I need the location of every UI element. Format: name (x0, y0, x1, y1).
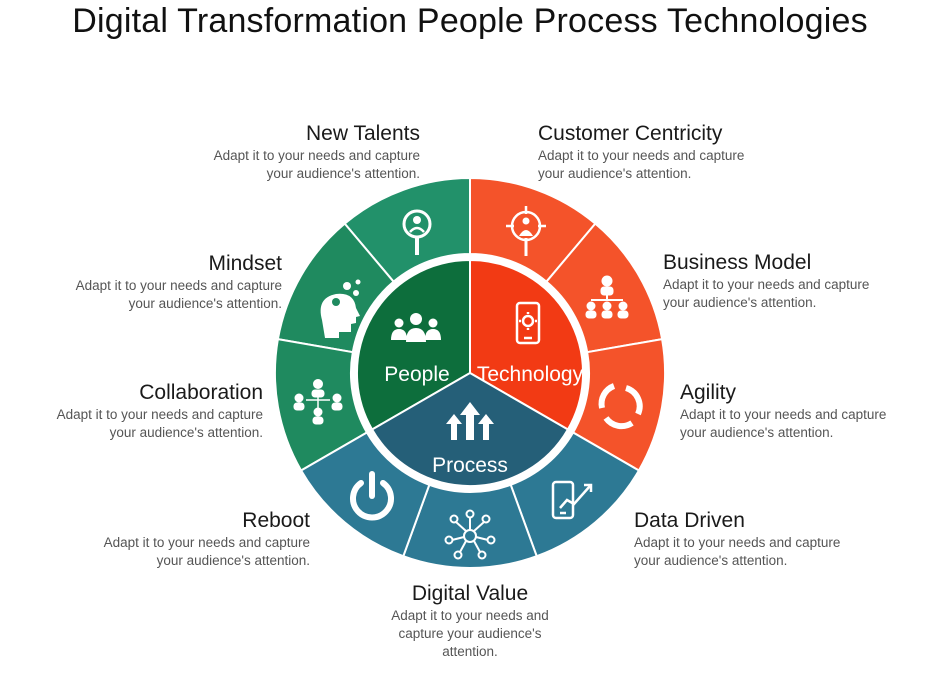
label-new-talents: New Talents Adapt it to your needs and c… (160, 121, 420, 183)
label-title: New Talents (305, 122, 420, 145)
label-business-model: Business Model Adapt it to your needs an… (663, 250, 923, 312)
label-desc-line2: your audience's attention. (680, 425, 834, 440)
inner-sector-technology (469, 258, 585, 431)
label-desc-line1: Adapt it to your needs and capture (103, 535, 310, 550)
network-nodes-icon (444, 509, 496, 560)
label-desc-line1: Adapt it to your needs and (391, 608, 549, 623)
label-title: Customer Centricity (538, 122, 723, 145)
label-desc-line2: capture your audience's (398, 626, 542, 641)
cycle-arrows-icon (598, 383, 643, 430)
label-title: Business Model (663, 251, 812, 274)
label-desc-line2: your audience's attention. (156, 553, 310, 568)
label-desc-line2: your audience's attention. (634, 553, 788, 568)
label-digital-value: Digital Value Adapt it to your needs and… (340, 581, 600, 661)
phone-gear-icon (515, 301, 541, 345)
label-desc-line2: your audience's attention. (128, 296, 282, 311)
label-desc-line1: Adapt it to your needs and capture (213, 148, 420, 163)
label-desc-line1: Adapt it to your needs and capture (75, 278, 282, 293)
inner-sector-people (355, 258, 471, 431)
label-desc-line1: Adapt it to your needs and capture (634, 535, 841, 550)
label-desc-line1: Adapt it to your needs and capture (56, 407, 263, 422)
power-icon (350, 471, 394, 521)
label-title: Data Driven (634, 509, 745, 532)
person-magnifier-icon (402, 209, 432, 255)
label-reboot: Reboot Adapt it to your needs and captur… (50, 508, 310, 570)
label-desc-line1: Adapt it to your needs and capture (680, 407, 887, 422)
label-title: Digital Value (411, 582, 529, 605)
center-label-technology: Technology (477, 363, 584, 386)
label-title: Reboot (242, 509, 310, 532)
label-title: Mindset (208, 252, 282, 275)
label-desc-line2: your audience's attention. (266, 166, 420, 181)
label-desc-line1: Adapt it to your needs and capture (663, 277, 870, 292)
label-desc-line3: attention. (442, 644, 498, 659)
label-title: Collaboration (139, 381, 263, 404)
label-customer-centricity: Customer Centricity Adapt it to your nee… (538, 121, 798, 183)
arrows-up-icon (446, 402, 494, 440)
label-desc-line2: your audience's attention. (109, 425, 263, 440)
people-group-icon (391, 313, 441, 342)
label-desc-line2: your audience's attention. (663, 295, 817, 310)
label-mindset: Mindset Adapt it to your needs and captu… (22, 251, 282, 313)
label-collaboration: Collaboration Adapt it to your needs and… (3, 380, 263, 442)
label-desc-line1: Adapt it to your needs and capture (538, 148, 745, 163)
center-label-process: Process (432, 454, 508, 477)
segment-reboot (299, 431, 431, 558)
org-chart-icon (585, 275, 629, 319)
center-label-people: People (384, 363, 449, 386)
target-person-icon (506, 206, 546, 256)
head-gears-icon (320, 279, 361, 338)
label-data-driven: Data Driven Adapt it to your needs and c… (634, 508, 894, 570)
page-title: Digital Transformation People Process Te… (72, 2, 868, 40)
mobile-growth-icon (551, 480, 593, 520)
label-title: Agility (680, 381, 737, 404)
label-agility: Agility Adapt it to your needs and captu… (680, 380, 940, 442)
label-desc-line2: your audience's attention. (538, 166, 692, 181)
team-network-icon (293, 379, 343, 425)
